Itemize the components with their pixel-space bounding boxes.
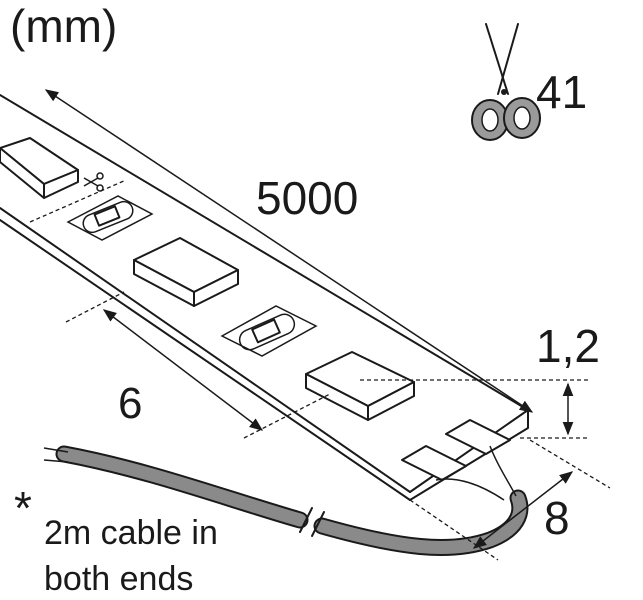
footnote-line-1: 2m cable in [44, 514, 218, 552]
width-label: 8 [544, 492, 570, 544]
width-dimension [409, 439, 611, 561]
segment-dimension [102, 309, 264, 431]
led-chip-1 [0, 137, 79, 199]
resistor-2 [220, 305, 318, 357]
cut-interval-label: 41 [536, 66, 587, 118]
strip-body [0, 94, 529, 501]
length-dimension [44, 89, 534, 413]
solder-pads [401, 419, 511, 481]
footnote-line-2: both ends [44, 560, 193, 598]
led-chip-2 [133, 237, 239, 307]
small-scissors-icon [83, 172, 104, 192]
scissors-icon [471, 23, 541, 141]
length-label: 5000 [256, 172, 358, 224]
led-chip-3 [305, 351, 415, 421]
thickness-label: 1,2 [536, 320, 600, 372]
thickness-dimension [360, 379, 588, 439]
footnote-marker: * [14, 482, 32, 534]
unit-label: (mm) [10, 0, 117, 52]
segment-guide-left [65, 291, 125, 323]
cut-line [29, 179, 127, 223]
resistor-1 [66, 195, 154, 241]
segment-label: 6 [118, 379, 142, 428]
